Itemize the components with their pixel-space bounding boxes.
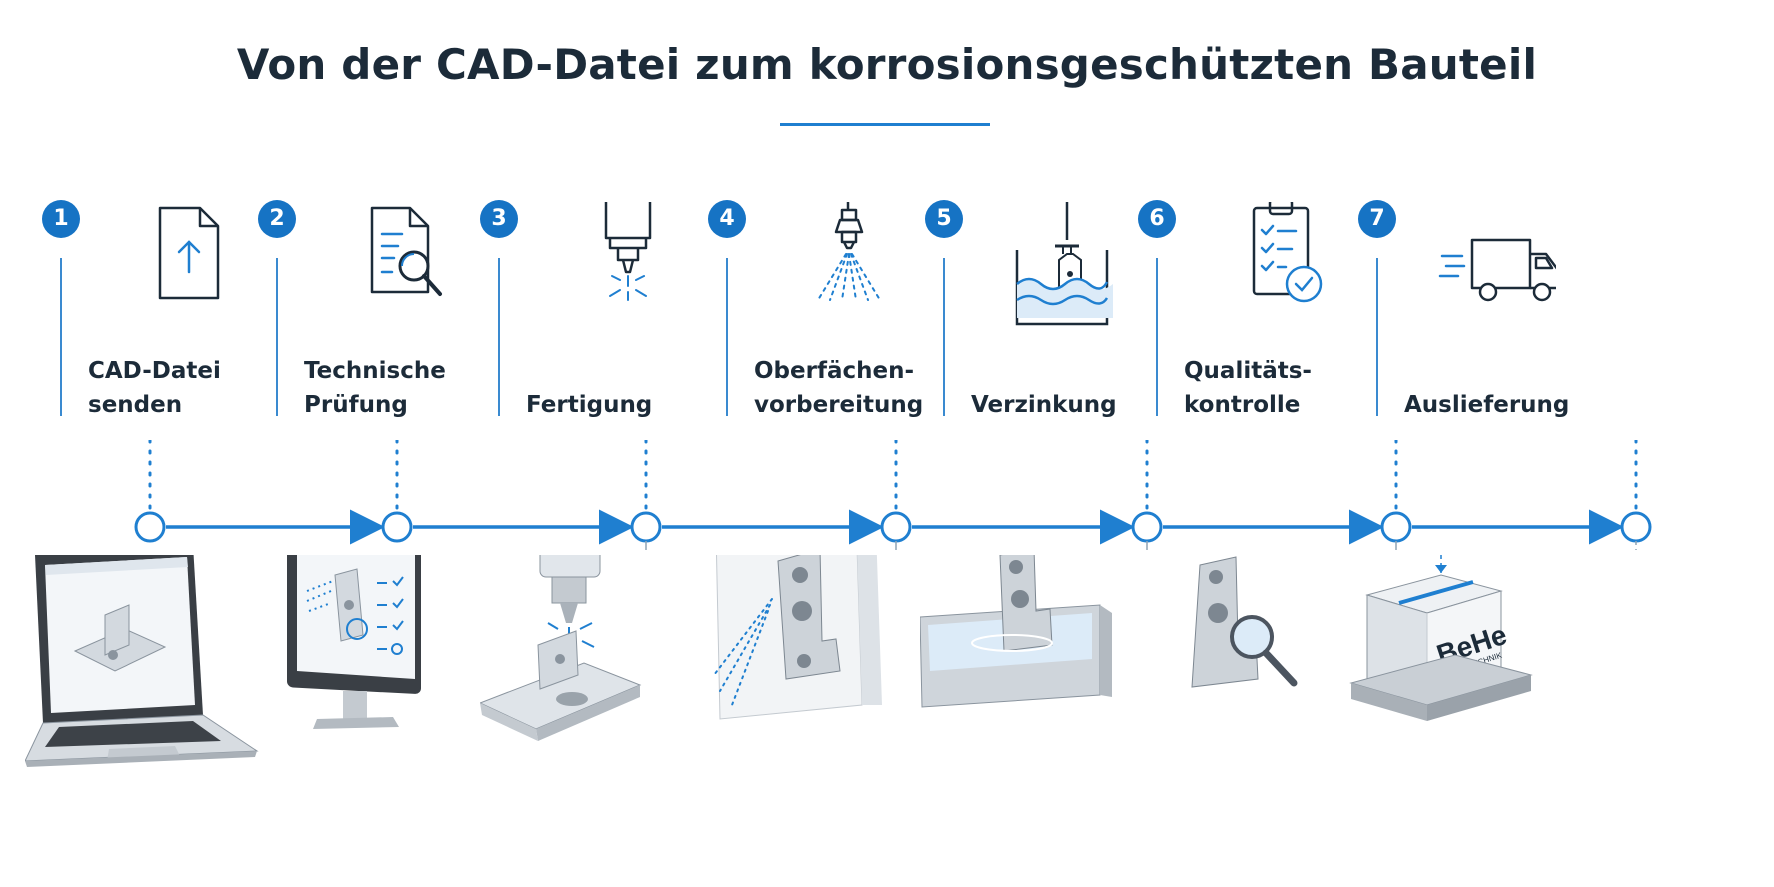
step-label: Qualitäts- kontrolle: [1184, 358, 1312, 418]
step-label: CAD-Datei senden: [88, 358, 221, 418]
page-title: Von der CAD-Datei zum korrosionsgeschütz…: [236, 40, 1538, 89]
step-6: 6 Qualitäts- kontrolle: [1138, 200, 1378, 440]
laser-head-icon: [604, 202, 652, 301]
step-number-badge: 4: [708, 200, 746, 238]
step-label: Technische Prüfung: [304, 358, 446, 418]
step-divider: [726, 258, 728, 416]
document-search-icon: [370, 206, 442, 296]
step-number-badge: 1: [42, 200, 80, 238]
timeline-node: [1620, 511, 1652, 543]
surface-prep-illustration: [713, 555, 882, 720]
step-divider: [60, 258, 62, 416]
pallet-box-illustration: BeHe LASERTECHNIK: [1349, 555, 1533, 721]
step-divider: [1156, 258, 1158, 416]
timeline-node: [1380, 511, 1412, 543]
step-divider: [276, 258, 278, 416]
step-divider: [498, 258, 500, 416]
spray-nozzle-icon: [817, 202, 881, 301]
file-upload-icon: [158, 206, 220, 300]
step-number-badge: 3: [480, 200, 518, 238]
title-underline: [780, 123, 990, 126]
step-2: 2 Technische Prüfung: [258, 200, 498, 440]
timeline-node: [880, 511, 912, 543]
timeline-node: [1131, 511, 1163, 543]
step-number-badge: 5: [925, 200, 963, 238]
truck-icon: [1438, 238, 1556, 302]
monitor-review-illustration: [287, 555, 421, 729]
step-label: Fertigung: [526, 392, 653, 418]
step-1: 1 CAD-Datei senden: [42, 200, 282, 440]
step-number-badge: 7: [1358, 200, 1396, 238]
step-divider: [1376, 258, 1378, 416]
step-5: 5 Verzinkung: [925, 200, 1165, 440]
quality-inspection-illustration: [1191, 556, 1298, 688]
galvanizing-bath-illustration: [920, 555, 1112, 708]
laptop-cad-illustration: [25, 555, 259, 767]
step-label: Oberfächen- vorbereitung: [754, 358, 924, 418]
step-number-badge: 2: [258, 200, 296, 238]
step-label: Verzinkung: [971, 392, 1117, 418]
step-4: 4 Oberfächen- vorbereitung: [708, 200, 948, 440]
laser-cutting-illustration: [480, 555, 642, 741]
checklist-icon: [1252, 202, 1323, 303]
step-divider: [943, 258, 945, 416]
step-7: 7 Auslieferung: [1358, 200, 1598, 440]
timeline-node: [630, 511, 662, 543]
step-label: Auslieferung: [1404, 392, 1570, 418]
step-number-badge: 6: [1138, 200, 1176, 238]
dip-tank-icon: [1015, 202, 1113, 326]
step-3: 3 Fertigung: [480, 200, 720, 440]
timeline-node: [134, 511, 166, 543]
process-timeline: [134, 440, 1652, 550]
timeline-node: [381, 511, 413, 543]
